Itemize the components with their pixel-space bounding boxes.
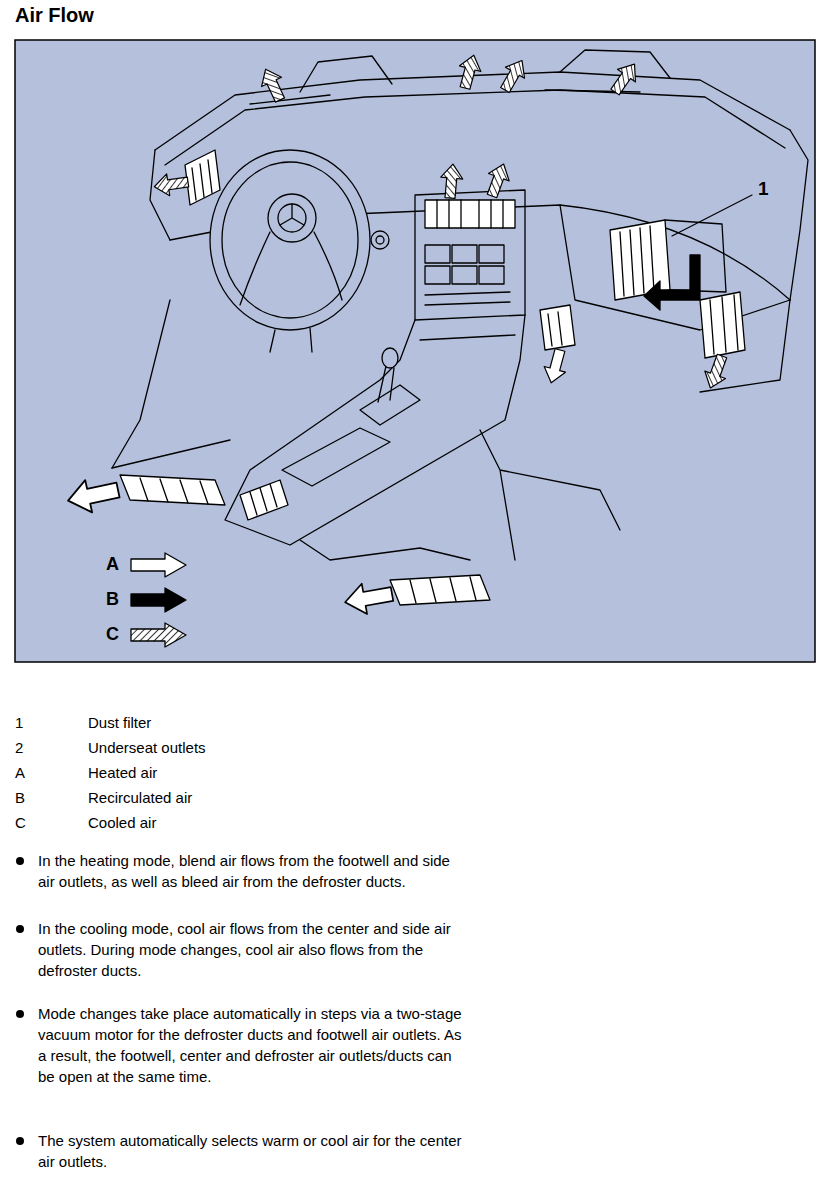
illustration-line	[376, 236, 384, 244]
bullet-dot	[16, 857, 24, 865]
bullet-dot	[16, 925, 24, 933]
key-text: Underseat outlets	[88, 737, 206, 758]
legend-arrow	[131, 623, 186, 647]
illustration-line	[112, 440, 230, 468]
illustration-line	[300, 56, 392, 92]
illustration-line	[540, 305, 575, 350]
illustration-line	[140, 478, 208, 504]
illustration-line	[710, 295, 738, 354]
illustration-line	[278, 204, 306, 232]
illustration-line	[700, 352, 732, 391]
illustration-line	[672, 195, 752, 236]
key-id: 1	[15, 712, 23, 733]
illustration-line	[420, 335, 515, 340]
callout-number: 1	[758, 178, 769, 199]
key-text: Dust filter	[88, 712, 151, 733]
illustration-line	[425, 292, 510, 305]
illustration-line	[606, 58, 644, 98]
illustration-line	[250, 90, 640, 104]
illustration-line	[560, 205, 790, 330]
key-text: Heated air	[88, 762, 157, 783]
key-text: Cooled air	[88, 812, 156, 833]
illustration-line	[790, 130, 808, 300]
illustration-line	[425, 245, 450, 263]
illustration-line	[700, 292, 745, 358]
illustration-line	[360, 385, 420, 425]
illustration-line	[120, 475, 225, 505]
bullet-text: Mode changes take place automatically in…	[38, 1003, 468, 1087]
illustration-line	[415, 190, 525, 320]
illustration-line	[548, 312, 562, 346]
illustration-line	[250, 484, 277, 515]
illustration-line	[439, 163, 464, 199]
illustration-line	[454, 52, 484, 91]
illustration-line	[165, 90, 785, 165]
dashboard-drawing	[112, 50, 808, 605]
illustration-line	[65, 474, 122, 517]
legend-letter: A	[106, 554, 119, 575]
illustration-line	[495, 55, 531, 95]
legend-arrow	[131, 553, 186, 577]
key-id: B	[15, 787, 25, 808]
illustration-line	[268, 194, 316, 242]
illustration-line	[452, 266, 477, 284]
illustration-line	[437, 200, 503, 228]
illustration-line	[620, 226, 654, 296]
illustration-line	[153, 171, 190, 198]
illustration-line	[256, 65, 290, 105]
key-id: 2	[15, 737, 23, 758]
illustration-line	[410, 577, 476, 603]
illustration-line	[222, 162, 358, 318]
illustration-line	[282, 428, 390, 486]
illustration-line	[480, 430, 620, 560]
illustration-line	[479, 266, 504, 284]
key-id: C	[15, 812, 26, 833]
key-id: A	[15, 762, 25, 783]
illustration-line	[300, 540, 470, 560]
illustration-line	[185, 150, 220, 205]
bullet-text: In the cooling mode, cool air flows from…	[38, 918, 468, 981]
legend-letter: C	[106, 624, 119, 645]
illustration-line	[240, 480, 288, 520]
bullet-text: In the heating mode, blend air flows fro…	[38, 850, 468, 892]
illustration-line	[192, 160, 212, 200]
illustration-line	[371, 231, 389, 249]
illustration-line	[378, 366, 394, 402]
diagram-title: Air Flow	[15, 5, 94, 26]
bullet-text: The system automatically selects warm or…	[38, 1130, 468, 1172]
illustration-line	[482, 160, 514, 199]
illustration-line	[610, 220, 670, 300]
legend-arrow	[131, 588, 186, 612]
illustration-line	[425, 200, 515, 228]
illustration-line	[155, 72, 790, 150]
illustration-line	[452, 245, 477, 263]
illustration-line	[210, 150, 370, 330]
illustration-line	[700, 300, 790, 392]
illustration-line	[270, 328, 312, 352]
key-text: Recirculated air	[88, 787, 192, 808]
illustration-line	[425, 266, 450, 284]
illustration-line	[560, 50, 670, 78]
legend-letter: B	[106, 589, 119, 610]
illustration-line	[280, 204, 304, 225]
illustration-line	[342, 579, 394, 618]
illustration-line	[479, 245, 504, 263]
illustration-line	[150, 150, 170, 240]
illustration-line	[644, 255, 700, 310]
bullet-dot	[16, 1137, 24, 1145]
illustration-line	[390, 575, 490, 605]
illustration-line	[112, 300, 170, 468]
illustration-line	[240, 232, 342, 305]
illustration-panel	[15, 40, 815, 662]
illustration-line	[382, 348, 398, 368]
airflow-arrows	[65, 52, 733, 617]
bullet-dot	[16, 1010, 24, 1018]
illustration-line	[541, 347, 571, 386]
